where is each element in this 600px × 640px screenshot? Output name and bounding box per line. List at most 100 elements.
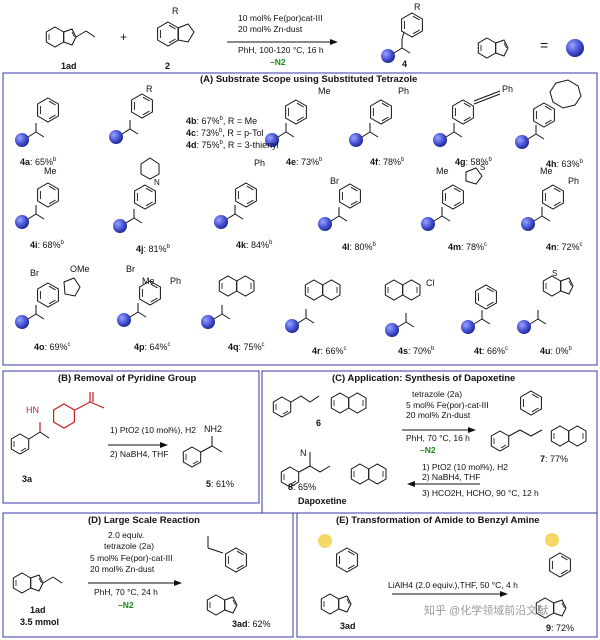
compound-label-4c: 4c: 73%b, R = p-Tol xyxy=(186,128,264,138)
atom-ph-4p: Ph xyxy=(170,276,182,286)
dapoxetine-label: Dapoxetine xyxy=(298,496,347,506)
compound-label-4q: 4q: 75%c xyxy=(228,342,265,352)
arrowhead-b xyxy=(160,442,168,448)
panel-d-condition-2: tetrazole (2a) xyxy=(104,541,155,551)
atom-me-4n: Me xyxy=(540,166,553,176)
compound-4n-structure xyxy=(520,184,564,232)
top-condition-2: 20 mol% Zn-dust xyxy=(238,24,303,34)
panel-c-title: (C) Application: Synthesis of Dapoxetine xyxy=(332,373,516,384)
atom-me-4p: Me xyxy=(142,276,155,286)
atom-s-4u: S xyxy=(552,269,558,278)
atom-ph-4n: Ph xyxy=(568,176,580,186)
product-4-label: 4 xyxy=(402,59,408,69)
panel-c-condition-3: PhH, 70 °C, 16 h xyxy=(406,433,470,443)
panel-d-condition-5: PhH, 70 °C, 24 h xyxy=(94,587,158,597)
compound-1ad-large-structure xyxy=(12,572,63,594)
nme2-label: N xyxy=(300,448,307,458)
compound-4h-structure xyxy=(514,79,582,150)
atom-br-4l: Br xyxy=(330,176,339,186)
compound-1ad-d-label: 1ad xyxy=(30,605,46,615)
compound-5-label: 5: 61% xyxy=(206,479,235,489)
atom-ph-4k: Ph xyxy=(254,158,266,168)
panel-c-reagent: tetrazole (2a) xyxy=(412,389,463,399)
arrowhead-c1 xyxy=(468,427,476,433)
compound-label-4r: 4r: 66%c xyxy=(312,346,347,356)
compound-label-4u: 4u: 0%b xyxy=(540,346,572,356)
compound-label-4e: 4e: 73%b xyxy=(286,157,323,167)
legend-equals: = xyxy=(540,37,549,53)
panel-d-condition-1: 2.0 equiv. xyxy=(108,530,145,540)
panel-c-step-1: 1) PtO2 (10 mol%), H2 xyxy=(422,462,508,472)
compound-label-4b: 4b: 67%b, R = Me xyxy=(186,116,258,126)
compound-label-4l: 4l: 80%b xyxy=(342,242,376,252)
compound-9-structure xyxy=(535,533,571,619)
compound-3a-structure xyxy=(10,392,105,455)
reactant-1ad-structure xyxy=(45,26,96,48)
compound-5-structure xyxy=(182,436,223,468)
panel-b-step-2: 2) NaBH4, THF xyxy=(110,449,169,459)
compound-4g-structure xyxy=(432,90,501,148)
compound-4r-structure xyxy=(284,279,341,334)
compound-label-4p: 4p: 64%c xyxy=(134,342,171,352)
compound-7-structure xyxy=(490,390,587,452)
watermark: 知乎 @化学领域前沿文献 xyxy=(424,605,549,617)
panel-c-byproduct: –N2 xyxy=(420,445,436,455)
atom-me-4e: Me xyxy=(318,86,331,96)
compound-label-4k: 4k: 84%b xyxy=(236,240,273,250)
compound-label-4f: 4f: 78%b xyxy=(370,157,405,167)
compound-label-4i: 4i: 68%b xyxy=(30,240,64,250)
compound-9-label: 9: 72% xyxy=(546,623,575,633)
hn-label-3a: HN xyxy=(26,405,39,415)
compound-label-4j: 4j: 81%b xyxy=(136,244,170,254)
compound-3ad-e-structure xyxy=(318,534,358,615)
atom-cl-4s: Cl xyxy=(426,278,435,288)
atom-me-4i: Me xyxy=(44,166,57,176)
atom-ph-4g: Ph xyxy=(502,84,514,94)
atom-me-4m: Me xyxy=(436,166,449,176)
compound-3ad-d-label: 3ad: 62% xyxy=(232,619,271,629)
nh2-label: NH2 xyxy=(204,424,223,434)
arrowhead-top xyxy=(330,39,338,45)
reactant-2-label: 2 xyxy=(165,61,171,71)
panel-a-border xyxy=(2,72,598,366)
compound-7-label: 7: 77% xyxy=(540,454,569,464)
compound-label-4d: 4d: 75%b, R = 3-thienyl xyxy=(186,140,279,150)
compound-4m-structure xyxy=(420,167,483,232)
panel-c-step-2: 2) NaBH4, THF xyxy=(422,472,481,482)
arrowhead-e xyxy=(500,591,508,597)
atom-s-4m: S xyxy=(480,163,486,172)
compound-4t-structure xyxy=(460,284,497,335)
compound-label-4o: 4o: 69%c xyxy=(34,342,71,352)
plus-sign: + xyxy=(120,30,128,44)
panel-d-byproduct: –N2 xyxy=(118,600,134,610)
compound-4a-structure xyxy=(14,97,59,148)
arrowhead-d xyxy=(174,580,182,586)
atom-br-4p: Br xyxy=(126,264,135,274)
compound-4u-structure xyxy=(516,275,574,335)
compound-3ad-d-structure xyxy=(206,536,247,616)
scale-label: 3.5 mmol xyxy=(20,617,60,627)
compound-4q-structure xyxy=(200,275,255,330)
compound-label-4h: 4h: 63%b xyxy=(546,159,583,169)
atom-n-4j: N xyxy=(154,178,160,187)
panel-e-conditions: LiAlH4 (2.0 equiv.),THF, 50 °C, 4 h xyxy=(388,580,518,590)
panel-d-title: (D) Large Scale Reaction xyxy=(88,515,200,526)
panel-d-condition-4: 20 mol% Zn-dust xyxy=(90,564,155,574)
dapoxetine-structure xyxy=(280,452,387,488)
compound-4b-structure xyxy=(108,93,153,145)
compound-3a-label: 3a xyxy=(22,474,33,484)
compound-4k-structure xyxy=(213,182,257,230)
compound-label-4s: 4s: 70%b xyxy=(398,346,435,356)
panel-d-condition-3: 5 mol% Fe(por)-cat-III xyxy=(90,553,173,563)
panel-d-border xyxy=(2,512,294,638)
panel-b-step-1: 1) PtO2 (10 mol%), H2 xyxy=(110,425,196,435)
atom-ph-4f: Ph xyxy=(398,86,410,96)
product-4-structure xyxy=(380,12,423,64)
compound-label-4g: 4g: 58%b xyxy=(455,157,492,167)
panel-c-condition-1: 5 mol% Fe(por)-cat-III xyxy=(406,400,489,410)
compound-label-4t: 4t: 66%c xyxy=(474,346,509,356)
reactant-1ad-label: 1ad xyxy=(61,61,77,71)
compound-label-4m: 4m: 78%c xyxy=(448,242,488,252)
reactant-2-r: R xyxy=(172,6,179,16)
